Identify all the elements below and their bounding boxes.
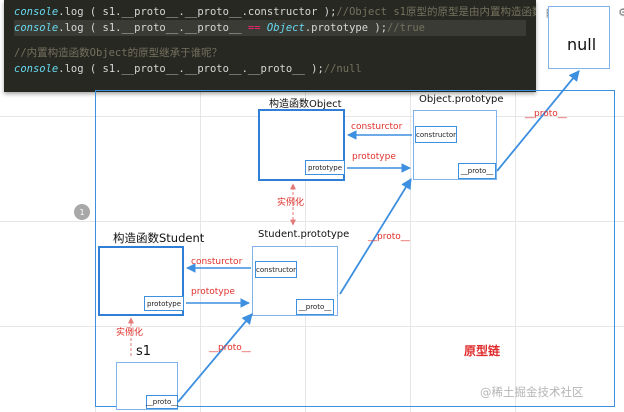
student-ctor-box[interactable] (98, 246, 184, 316)
prototype-label-object: prototype (352, 152, 396, 162)
instantiate-label-student: 实例化 (116, 328, 144, 338)
prototype-label-student: prototype (191, 287, 235, 297)
null-label: null (567, 35, 597, 54)
object-proto-proto: __proto__ (458, 163, 496, 179)
object-proto-constructor: constructor (415, 126, 457, 143)
object-ctor-prototype: prototype (305, 160, 345, 175)
student-proto-title: Student.prototype (258, 229, 350, 240)
object-proto-title: Object.prototype (419, 94, 504, 105)
proto-label-object: __proto__ (525, 109, 567, 119)
proto-arrow-object (496, 70, 580, 172)
code-line-4: console.log ( s1.__proto__.__proto__.__p… (14, 63, 362, 75)
settings-icon[interactable]: ⚙ (618, 5, 624, 19)
null-box[interactable]: null (548, 6, 610, 69)
student-ctor-title: 构造函数Student (113, 231, 205, 245)
code-line-3: //内置构造函数Object的原型继承于谁呢？ (14, 47, 223, 59)
code-line-1: console.log ( s1.__proto__.__proto__.con… (14, 6, 536, 18)
step-marker[interactable]: 1 (74, 204, 90, 220)
proto-arrow-s1 (177, 313, 253, 403)
watermark: @稀土掘金技术社区 (480, 385, 584, 399)
consturctor-label-object: consturctor (351, 122, 403, 132)
prototype-chain-label: 原型链 (464, 344, 501, 358)
student-proto-proto: __proto__ (296, 299, 334, 315)
object-ctor-title: 构造函数Object (269, 99, 342, 110)
consturctor-label-student: consturctor (191, 257, 243, 267)
code-panel: console.log ( s1.__proto__.__proto__.con… (4, 0, 536, 92)
proto-label-student: __proto__ (368, 232, 410, 242)
proto-label-s1: __proto__ (209, 343, 251, 353)
object-proto-box[interactable] (413, 110, 497, 180)
instantiate-label-object: 实例化 (277, 198, 305, 208)
diagram-frame (95, 90, 615, 407)
proto-arrow-student (339, 178, 412, 295)
code-line-2: console.log ( s1.__proto__.__proto__ == … (14, 20, 526, 36)
s1-proto: __proto__ (146, 395, 178, 409)
student-proto-constructor: constructor (255, 261, 297, 278)
student-ctor-prototype: prototype (144, 296, 184, 311)
s1-label: s1 (136, 344, 152, 359)
